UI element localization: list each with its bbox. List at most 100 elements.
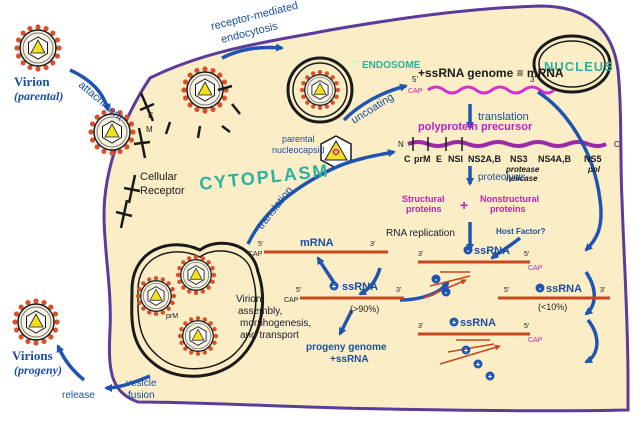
- plus-ssrna-label: ssRNA: [342, 281, 378, 293]
- endosome-label: ENDOSOME: [362, 60, 421, 71]
- virion-parental-sub: (parental): [14, 89, 63, 103]
- virions-progeny-sub: (progeny): [14, 363, 62, 377]
- gene-ns1: NSI: [448, 154, 463, 164]
- minus-ssrna-label-2: ssRNA: [546, 283, 582, 295]
- strand-sign-0: +: [329, 281, 339, 291]
- release-arrow: [56, 344, 86, 382]
- plus-sign: +: [460, 197, 468, 213]
- plus-ssrna-5prime: 5': [296, 287, 301, 294]
- nonstructural-label-2: proteins: [490, 204, 526, 214]
- rna-replication-label: RNA replication: [386, 228, 455, 239]
- parental-virion: [14, 24, 62, 72]
- polyprotein-label: polyprotein precursor: [418, 121, 533, 133]
- uncoating-arrow: [342, 83, 408, 122]
- host-factor-label: Host Factor?: [496, 227, 545, 236]
- proteolysis-label: proteolysis: [478, 172, 526, 183]
- genome-5prime: 5': [412, 75, 418, 84]
- strand-sign-markers: +--+--+++: [329, 245, 545, 381]
- release-label: release: [62, 390, 95, 401]
- attachment-label: attachment: [76, 79, 125, 123]
- progeny-virion: [12, 298, 60, 346]
- endocytosis-arrow: [221, 43, 284, 60]
- cellular-receptor-label-1: Cellular: [140, 171, 178, 183]
- rep-5prime-2: 5': [504, 287, 509, 294]
- cycle-arrow-a: [358, 267, 382, 296]
- rep-5prime-3: 5': [524, 323, 529, 330]
- vesicle-virion-3: [177, 315, 219, 357]
- svg-text:+: +: [488, 372, 493, 381]
- structural-label-2: proteins: [406, 204, 442, 214]
- progeny-vesicle: [130, 241, 265, 378]
- mrna-5prime: 5': [258, 241, 263, 248]
- strand-sign-8: +: [485, 371, 495, 381]
- vesicle-fusion-label-1: vesicle: [126, 378, 157, 389]
- envelope-e-label: E: [148, 111, 153, 120]
- nucleocapsid-label-1: parental: [282, 134, 315, 144]
- helicase-label: helicase: [506, 174, 538, 183]
- svg-text:+: +: [464, 346, 469, 355]
- strand-sign-2: -: [535, 283, 545, 293]
- gene-ns5: NS5: [584, 154, 602, 164]
- strand-sign-7: +: [473, 359, 483, 369]
- assembly-label-4: and transport: [240, 330, 299, 341]
- nucleus-label: NUCLEUS: [544, 59, 614, 74]
- structural-label-1: Structural: [402, 194, 445, 204]
- svg-text:-: -: [539, 284, 542, 293]
- host-factor-arrow: [490, 236, 522, 260]
- nucleocapsid-label-2: nucleocapsid: [272, 145, 325, 155]
- lt10-label: (<10%): [538, 302, 567, 312]
- minus-ssrna-label-1: ssRNA: [474, 245, 510, 257]
- rep-cap-3: CAP: [528, 337, 543, 344]
- polyprotein-cleavage-ticks: [412, 137, 463, 151]
- polyprotein-n: N: [398, 140, 404, 149]
- strand-sign-5: -: [441, 287, 451, 297]
- strand-sign-4: -: [431, 274, 441, 284]
- strand-sign-1: -: [463, 245, 473, 255]
- svg-text:+: +: [452, 318, 457, 327]
- plus-ssrna-3prime: 3': [396, 287, 401, 294]
- attaching-virion: [88, 108, 136, 156]
- progeny-genome-label-2: +ssRNA: [330, 354, 369, 365]
- attachment-arrow: [69, 68, 111, 112]
- envelope-m-label: M: [146, 125, 153, 134]
- progeny-genome-arrow: [338, 309, 354, 336]
- polyprotein-c: C: [614, 140, 620, 149]
- nucleus: [532, 34, 612, 94]
- vesicle-fusion-label-2: fusion: [128, 390, 155, 401]
- translation-up-arrow: [246, 149, 396, 245]
- nonstructural-label-1: Nonstructural: [480, 194, 539, 204]
- rep-cap-1: CAP: [528, 265, 543, 272]
- vesicle-fusion-arrow: [104, 374, 151, 392]
- rep-3prime-1: 3': [418, 251, 423, 258]
- assembly-label-2: assembly,: [238, 306, 282, 317]
- genome-cap: CAP: [408, 88, 423, 95]
- genome-3prime: 3': [530, 75, 536, 84]
- gene-ns3: NS3: [510, 154, 528, 164]
- gene-ns2ab: NS2A,B: [468, 154, 502, 164]
- gene-e: E: [436, 154, 442, 164]
- polyprotein-bar: [407, 140, 607, 148]
- assembly-label-1: Virion: [236, 294, 261, 305]
- svg-text:-: -: [445, 288, 448, 297]
- assembly-label-3: morphogenesis,: [240, 318, 311, 329]
- genome-title: +ssRNA genome ≡ mRNA: [418, 66, 564, 80]
- svg-text:-: -: [467, 246, 470, 255]
- pol-label: pol: [587, 165, 601, 174]
- strand-sign-6: +: [461, 345, 471, 355]
- cellular-receptor-label-2: Receptor: [140, 185, 185, 197]
- vesicle-prm-label: prM: [166, 313, 178, 320]
- endosome-virion: [299, 69, 341, 111]
- translation-label: translation: [478, 111, 529, 123]
- vesicle-virion-2: [135, 275, 177, 317]
- svg-text:+: +: [476, 360, 481, 369]
- rna-strands: [264, 250, 610, 336]
- virions-progeny-title: Virions: [12, 348, 53, 363]
- right-down-arrow-2: [584, 318, 599, 364]
- minus-ssrna-label-3: ssRNA: [460, 317, 496, 329]
- pathway-arrows: [56, 43, 603, 392]
- mrna-3prime: 3': [370, 241, 375, 248]
- gt90-label: (>90%): [350, 304, 379, 314]
- vesicle-virion-1: [175, 254, 217, 296]
- genome-to-replication-arrow: [537, 90, 603, 252]
- gene-c: C: [404, 154, 411, 164]
